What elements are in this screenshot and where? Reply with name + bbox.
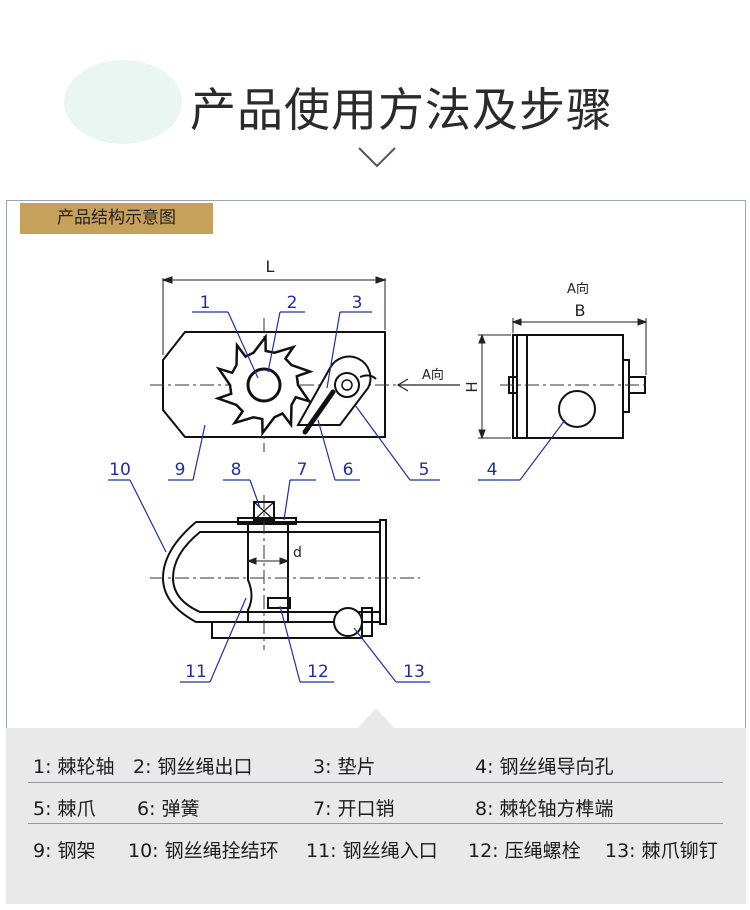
callout-5: 5 <box>419 460 430 480</box>
decorative-blob-left <box>64 60 182 144</box>
view-a-arrow-label: A向 <box>422 367 444 383</box>
page-title: 产品使用方法及步骤 <box>190 83 613 137</box>
callout-1: 1 <box>200 293 211 313</box>
callout-3: 3 <box>352 293 363 313</box>
callout-numbers: 1 2 3 4 5 6 7 8 9 10 11 12 13 <box>109 293 497 682</box>
legend-item-6: 6: 弹簧 <box>137 798 200 820</box>
legend-item-4: 4: 钢丝绳导向孔 <box>475 756 614 778</box>
callout-11: 11 <box>185 662 207 682</box>
callout-13: 13 <box>403 662 425 682</box>
callout-6: 6 <box>343 460 354 480</box>
leader-lines <box>108 311 566 683</box>
dim-l-label: L <box>266 257 275 276</box>
side-view <box>162 331 386 438</box>
view-a-top-label: A向 <box>567 281 589 297</box>
legend-item-8: 8: 棘轮轴方榫端 <box>475 798 614 820</box>
dim-b-label: B <box>575 301 586 320</box>
chevron-down-icon <box>358 147 396 168</box>
callout-12: 12 <box>307 662 329 682</box>
callout-9: 9 <box>175 460 186 480</box>
callout-4: 4 <box>487 460 498 480</box>
legend-item-11: 11: 钢丝绳入口 <box>306 840 438 862</box>
legend-divider-2 <box>28 823 723 824</box>
legend-item-3: 3: 垫片 <box>313 756 376 778</box>
legend-item-10: 10: 钢丝绳拴结环 <box>128 840 279 862</box>
dim-h-label: H <box>463 381 481 392</box>
callout-8: 8 <box>231 460 242 480</box>
legend-item-5: 5: 棘爪 <box>33 798 96 820</box>
legend-notch <box>357 708 395 729</box>
legend-item-9: 9: 钢架 <box>33 840 96 862</box>
callout-10: 10 <box>109 460 131 480</box>
legend-item-12: 12: 压绳螺栓 <box>468 840 581 862</box>
callout-7: 7 <box>297 460 308 480</box>
legend-divider-1 <box>28 782 723 783</box>
legend-box <box>6 728 746 904</box>
legend-item-2: 2: 钢丝绳出口 <box>133 756 253 778</box>
dim-d-label: d <box>293 545 302 561</box>
legend-item-13: 13: 棘爪铆钉 <box>605 840 718 862</box>
legend-item-7: 7: 开口销 <box>313 798 395 820</box>
section-tag: 产品结构示意图 <box>20 203 213 234</box>
legend-item-1: 1: 棘轮轴 <box>33 756 115 778</box>
callout-2: 2 <box>287 293 298 313</box>
